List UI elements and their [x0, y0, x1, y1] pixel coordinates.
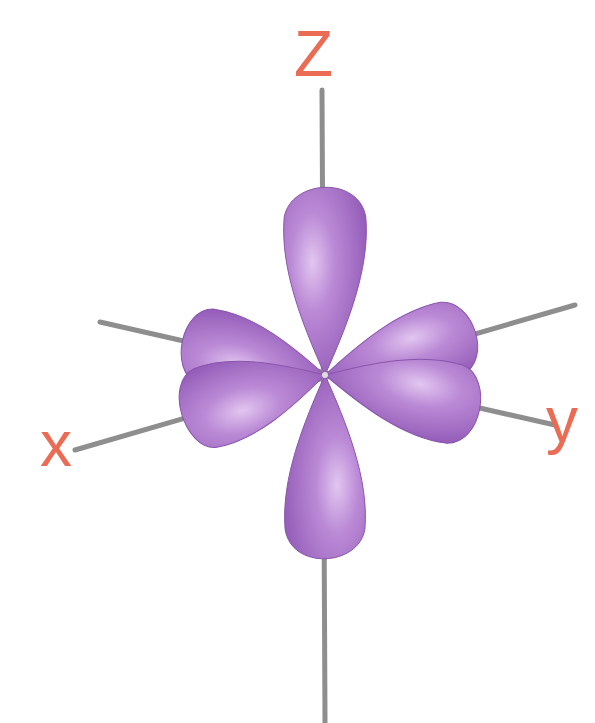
- axis-label: y: [546, 388, 578, 452]
- axes: [75, 90, 575, 722]
- orbital-lobe: [284, 187, 367, 375]
- orbital-lobe: [316, 336, 488, 450]
- axis-label: Z: [294, 22, 333, 86]
- orbital-lobe: [285, 375, 366, 559]
- nucleus-dot: [322, 372, 328, 378]
- orbital-lobes: [171, 187, 489, 558]
- orbital-lobe: [171, 335, 336, 454]
- axis-label: x: [40, 412, 72, 476]
